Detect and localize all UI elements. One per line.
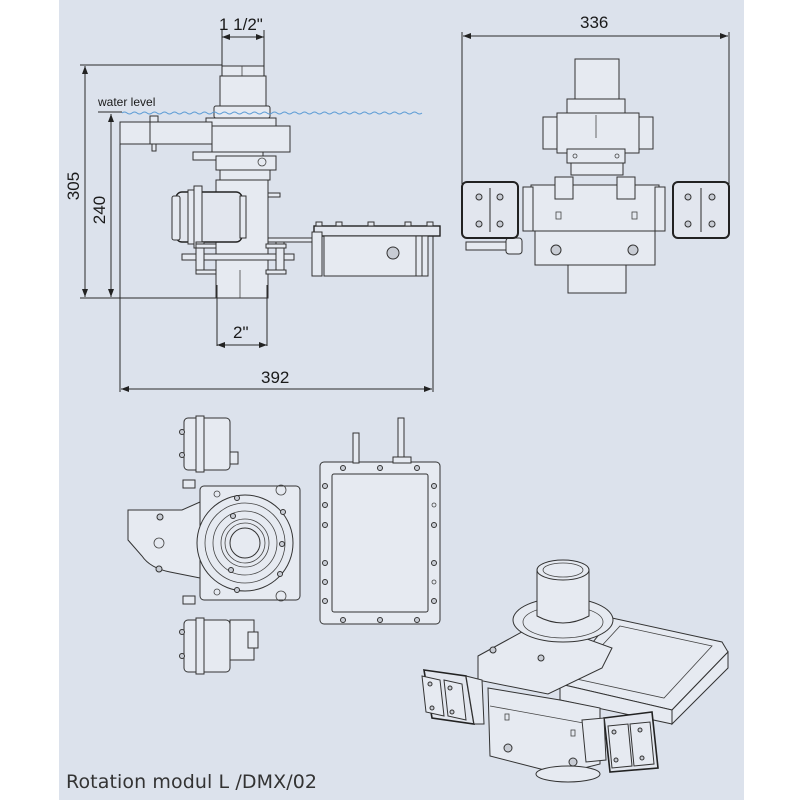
top-view-control-box: [319, 417, 441, 625]
dim-height-below-water: 240: [90, 196, 109, 224]
support-rod: [181, 253, 295, 261]
control-box: [323, 235, 429, 277]
rotation-ring: [196, 494, 294, 593]
dim-top-pipe: 1 1/2": [219, 15, 263, 34]
cable-entry: [397, 417, 405, 461]
iso-pipe: [536, 569, 590, 624]
pipe-flange: [213, 105, 271, 119]
front-left-actuator: [461, 181, 519, 239]
top-view-upper-actuator: [179, 415, 239, 473]
isometric-view: [421, 559, 729, 783]
dim-total-width: 392: [261, 368, 289, 387]
top-pipe: [219, 75, 267, 109]
top-view: [127, 415, 441, 675]
front-top-pipe: [574, 58, 620, 102]
iso-body: [487, 687, 601, 775]
water-level-line: [121, 111, 423, 115]
rotation-housing: [211, 125, 291, 153]
product-caption: Rotation modul L /DMX/02: [66, 771, 318, 793]
front-bottom-pipe: [567, 264, 627, 294]
pipe-collar: [205, 117, 277, 127]
water-level-label: water level: [97, 95, 155, 109]
top-pipe-thread: [221, 65, 265, 77]
front-right-actuator: [672, 181, 730, 239]
iso-right-actuator: [581, 711, 659, 773]
dim-total-height: 305: [64, 172, 83, 200]
pipe-opening-icon: [229, 527, 261, 559]
front-body: [530, 184, 660, 232]
cable-gland-icon: [386, 246, 400, 260]
cable-entry: [352, 432, 360, 464]
top-view-lower-actuator: [179, 617, 259, 675]
control-box-side: [311, 221, 441, 277]
dim-front-width: 336: [580, 13, 608, 32]
dim-bottom-pipe: 2": [233, 323, 249, 342]
left-actuator: [171, 185, 247, 249]
iso-left-actuator: [421, 669, 485, 725]
front-view: 336: [461, 13, 730, 294]
side-view: water level 1 1/2" 305 240 2" 392: [64, 15, 441, 392]
